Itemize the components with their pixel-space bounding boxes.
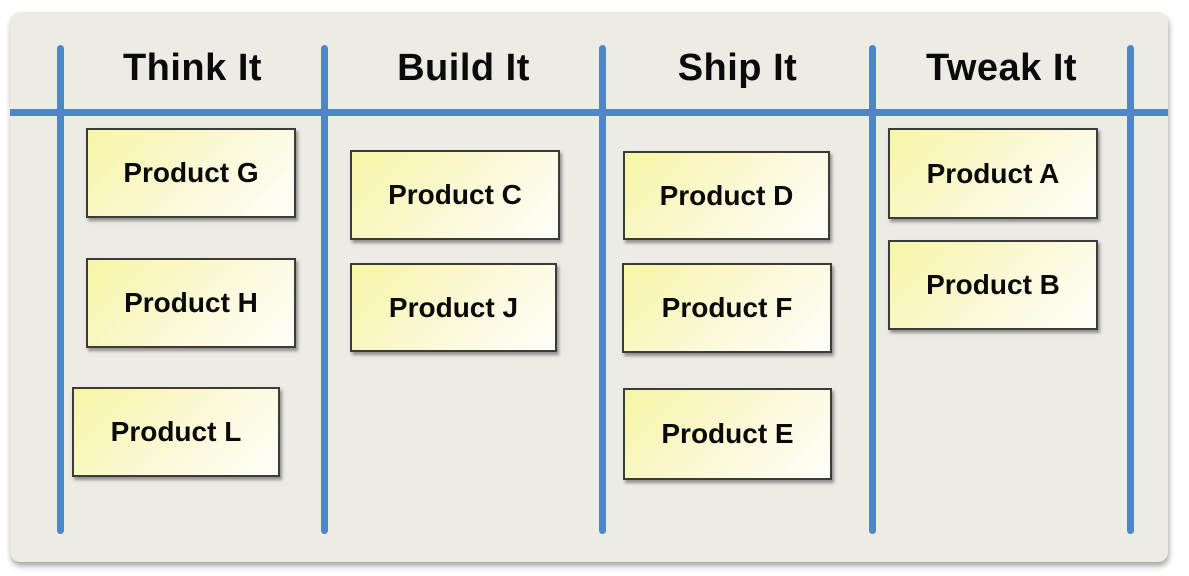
card-product-c: Product C: [350, 150, 560, 240]
card-label: Product D: [659, 179, 794, 211]
column-divider-4: [869, 45, 876, 534]
column-header-ship-it: Ship It: [677, 46, 798, 89]
card-label: Product J: [388, 291, 519, 323]
card-label: Product L: [110, 416, 242, 447]
column-divider-1: [57, 45, 64, 534]
card-product-b: Product B: [888, 240, 1098, 330]
card-label: Product H: [124, 287, 258, 318]
card-product-f: Product F: [622, 263, 832, 353]
card-label: Product F: [661, 292, 793, 323]
column-header-think-it: Think It: [122, 46, 263, 89]
card-label: Product G: [123, 157, 259, 188]
card-product-a: Product A: [888, 128, 1098, 219]
column-divider-5: [1127, 45, 1134, 534]
column-divider-2: [321, 45, 328, 534]
card-label: Product C: [388, 179, 522, 210]
card-product-d: Product D: [623, 151, 830, 240]
card-label: Product B: [926, 269, 1060, 300]
card-product-g: Product G: [86, 128, 296, 218]
column-divider-3: [599, 45, 606, 534]
card-label: Product E: [661, 418, 794, 449]
card-product-e: Product E: [623, 388, 832, 480]
header-divider: [10, 109, 1168, 116]
column-header-build-it: Build It: [397, 46, 530, 89]
card-label: Product A: [926, 157, 1060, 189]
card-product-l: Product L: [72, 387, 280, 477]
card-product-h: Product H: [86, 258, 296, 348]
card-product-j: Product J: [350, 263, 557, 352]
column-header-tweak-it: Tweak It: [925, 46, 1078, 89]
kanban-board: Think It Build It Ship It Tweak It Produ…: [10, 12, 1168, 562]
